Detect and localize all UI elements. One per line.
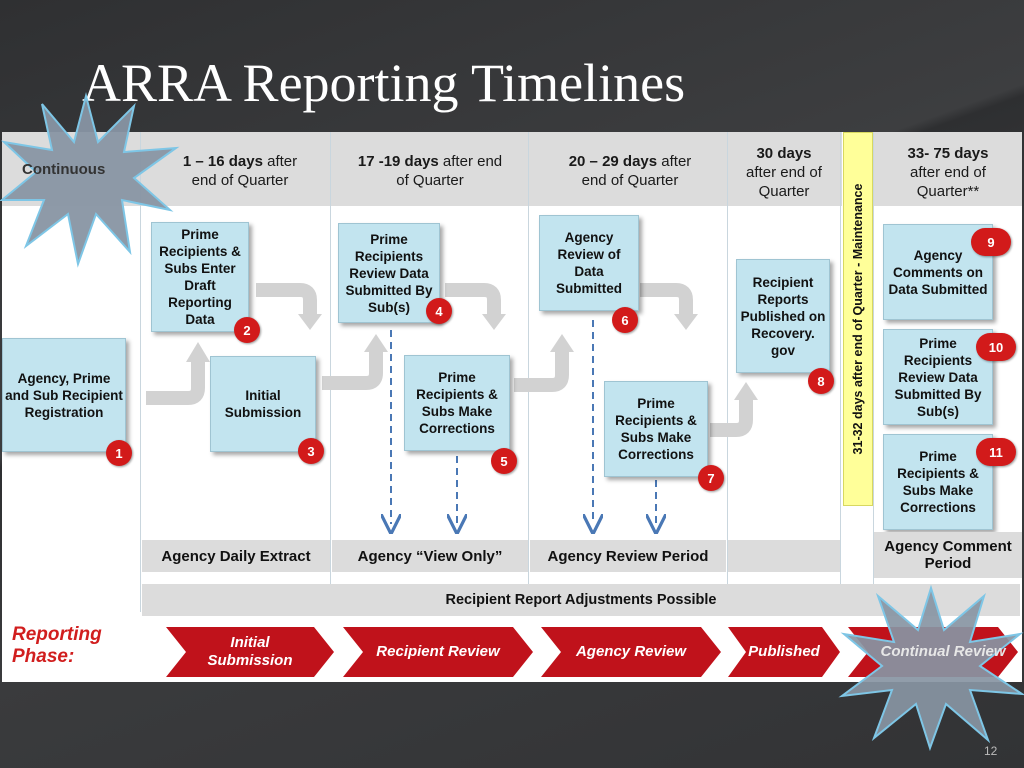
arrow-4-5 — [445, 283, 501, 316]
box-review-sub-data: Prime Recipients Review Data Submitted B… — [338, 223, 440, 323]
step-badge-4: 4 — [426, 298, 452, 324]
arrowhead-4-5 — [482, 314, 506, 330]
adjustments-band: Recipient Report Adjustments Possible — [142, 584, 1020, 616]
box-review-sub-data-10: Prime Recipients Review Data Submitted B… — [883, 329, 993, 425]
period-view-only: Agency “View Only” — [332, 540, 528, 572]
step-badge-7: 7 — [698, 465, 724, 491]
header-col-5-line2: Quarter** — [916, 183, 980, 200]
column-divider — [873, 132, 874, 612]
header-col-2-rest: after end — [442, 153, 503, 170]
period-blank — [728, 540, 840, 572]
period-daily-extract: Agency Daily Extract — [142, 540, 330, 572]
starburst-continuous — [0, 92, 180, 268]
arrow-5-6 — [514, 350, 569, 392]
arrow-2-3 — [256, 283, 317, 316]
phase-initial-label: Initial Submission — [207, 634, 293, 669]
slide-title: ARRA Reporting Timelines — [82, 53, 686, 113]
header-col-5: 33- 75 days after end of Quarter** — [878, 144, 1018, 201]
header-col-3-bold: 20 – 29 days — [568, 153, 658, 170]
phase-agency-label: Agency Review — [575, 643, 687, 660]
header-col-4-line2: Quarter — [758, 183, 810, 200]
step-badge-1: 1 — [106, 440, 132, 466]
box-published: Recipient Reports Published on Recovery.… — [736, 259, 830, 373]
box-initial-submission: Initial Submission — [210, 356, 316, 452]
period-comment: Agency Comment Period — [874, 532, 1022, 578]
arrowhead-1-2 — [186, 342, 210, 362]
step-badge-2: 2 — [234, 317, 260, 343]
arrow-7-8 — [710, 398, 753, 437]
step-badge-8: 8 — [808, 368, 834, 394]
step-badge-10: 10 — [976, 333, 1016, 361]
arrowhead-7-8 — [734, 382, 758, 400]
box-corrections-5: Prime Recipients & Subs Make Corrections — [404, 355, 510, 451]
arrowhead-3-4 — [364, 334, 388, 352]
arrow-1-2 — [146, 360, 205, 405]
column-divider — [727, 132, 728, 612]
step-badge-9: 9 — [971, 228, 1011, 256]
arrow-3-4 — [322, 350, 383, 390]
phase-continual-label: Continual Review — [880, 643, 1006, 660]
header-col-3-rest: after — [661, 153, 692, 170]
arrowhead-2-3 — [298, 314, 322, 330]
header-col-5-rest: after end of — [910, 164, 986, 181]
period-review: Agency Review Period — [530, 540, 726, 572]
step-badge-5: 5 — [491, 448, 517, 474]
header-col-1-line2: end of Quarter — [191, 172, 289, 189]
phase-chevron-recipient: Recipient Review — [343, 627, 533, 677]
phase-continual-text: Continual Review — [868, 627, 1018, 677]
header-col-2-line2: of Quarter — [396, 172, 464, 189]
step-badge-6: 6 — [612, 307, 638, 333]
phase-published-label: Published — [748, 643, 820, 660]
arrowhead-6-7 — [674, 314, 698, 330]
column-divider — [528, 132, 529, 612]
phase-chevron-published: Published — [728, 627, 840, 677]
page-number: 12 — [984, 744, 998, 758]
box-corrections-11: Prime Recipients & Subs Make Corrections — [883, 434, 993, 530]
header-col-4-bold: 30 days — [756, 145, 812, 162]
header-col-4-rest: after end of — [746, 164, 822, 181]
starburst-continual — [838, 584, 1024, 752]
header-col-3: 20 – 29 days after end of Quarter — [540, 152, 720, 190]
column-divider — [330, 132, 331, 612]
step-badge-11: 11 — [976, 438, 1016, 466]
header-col-2-bold: 17 -19 days — [357, 153, 439, 170]
header-band-right — [873, 132, 1022, 206]
header-col-3-line2: end of Quarter — [581, 172, 679, 189]
step-badge-3: 3 — [298, 438, 324, 464]
box-registration: Agency, Prime and Sub Recipient Registra… — [2, 338, 126, 452]
arrowhead-5-6 — [550, 334, 574, 352]
phase-recipient-label: Recipient Review — [376, 643, 500, 660]
arrow-6-7 — [640, 283, 693, 316]
phase-chevron-agency: Agency Review — [541, 627, 721, 677]
continuous-label: Continuous — [22, 161, 106, 178]
column-divider — [140, 132, 141, 612]
header-col-4: 30 days after end of Quarter — [730, 144, 838, 201]
reporting-phase-label: Reporting Phase: — [12, 624, 102, 667]
phase-chevron-initial: Initial Submission — [166, 627, 334, 677]
box-agency-review: Agency Review of Data Submitted — [539, 215, 639, 311]
header-col-2: 17 -19 days after end of Quarter — [340, 152, 520, 190]
header-col-1: 1 – 16 days after end of Quarter — [160, 152, 320, 190]
box-corrections-7: Prime Recipients & Subs Make Corrections — [604, 381, 708, 477]
column-divider — [840, 132, 841, 612]
header-col-5-bold: 33- 75 days — [907, 145, 989, 162]
header-col-1-rest: after — [267, 153, 298, 170]
box-enter-draft: Prime Recipients & Subs Enter Draft Repo… — [151, 222, 249, 332]
header-col-1-bold: 1 – 16 days — [182, 153, 263, 170]
maintenance-label: 31-32 days after end of Quarter - Mainte… — [843, 132, 873, 506]
